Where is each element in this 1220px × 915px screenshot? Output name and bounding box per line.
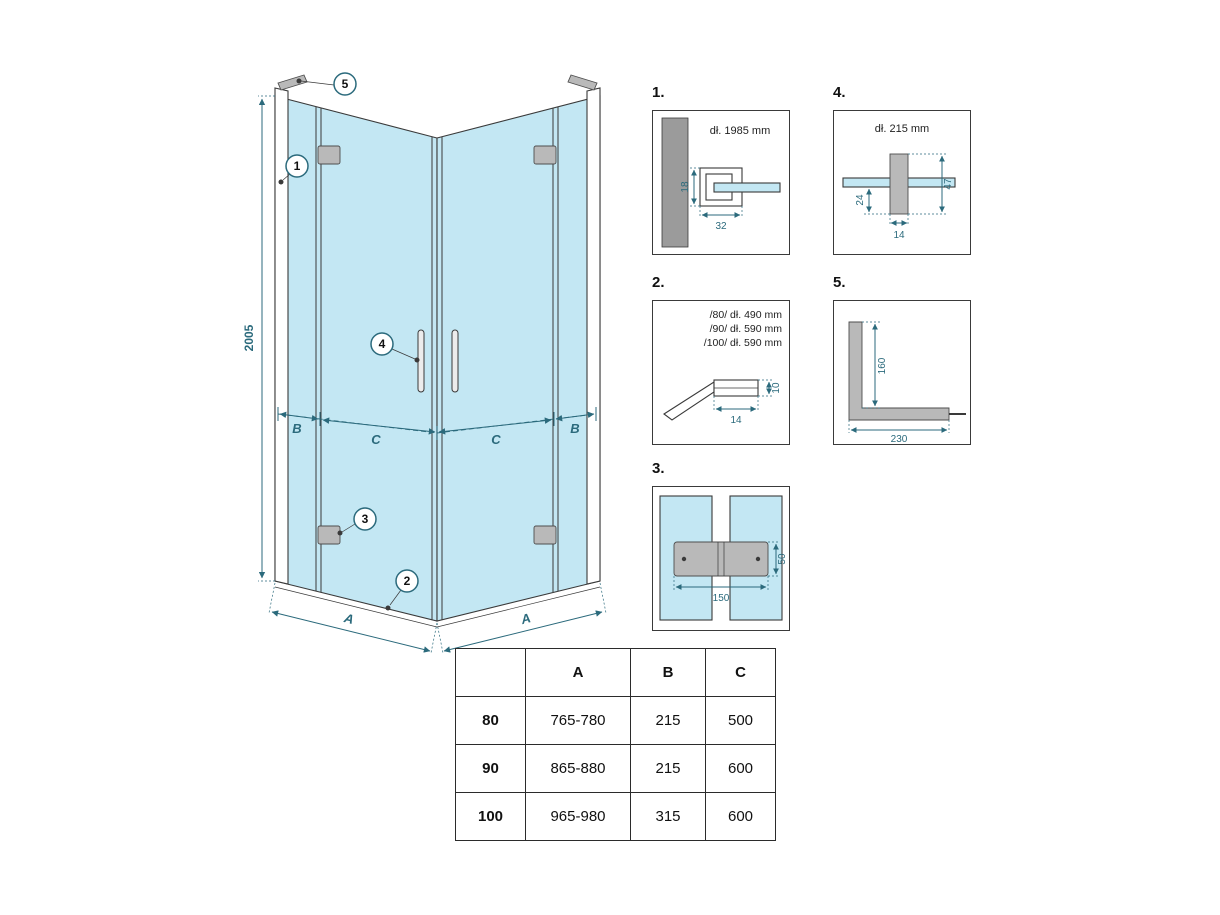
callout-3: 3 bbox=[337, 507, 377, 536]
header-empty bbox=[455, 648, 526, 697]
detail-2-line-2: /90/ dł. 590 mm bbox=[710, 323, 783, 335]
glass-panel-right bbox=[436, 95, 601, 622]
dim-c-left-label: C bbox=[371, 432, 381, 447]
callout-4: 4 bbox=[370, 332, 420, 363]
row-size: 100 bbox=[455, 792, 526, 841]
door-handle-right bbox=[451, 329, 459, 393]
cell-b: 315 bbox=[630, 792, 706, 841]
hinge-bottom-right bbox=[533, 525, 557, 545]
detail-panel-3: 3. 150 bbox=[652, 460, 790, 636]
svg-text:14: 14 bbox=[893, 230, 905, 241]
detail-2-dims: 14 10 bbox=[713, 379, 782, 426]
dim-a-right: A bbox=[436, 582, 607, 654]
svg-text:160: 160 bbox=[877, 357, 888, 374]
detail-5-label: 5. bbox=[833, 274, 846, 291]
seal-profile bbox=[663, 379, 759, 421]
row-size: 90 bbox=[455, 744, 526, 793]
hinge-bottom-left bbox=[317, 525, 341, 545]
row-size: 80 bbox=[455, 696, 526, 745]
detail-3-label: 3. bbox=[652, 460, 665, 477]
detail-2-label: 2. bbox=[652, 274, 665, 291]
height-dim-label: 2005 bbox=[242, 324, 256, 351]
detail-4-length: dł. 215 mm bbox=[875, 123, 929, 135]
svg-text:47: 47 bbox=[943, 178, 954, 190]
detail-2-line-3: /100/ dł. 590 mm bbox=[704, 337, 782, 349]
detail-panel-4: 4. dł. 215 mm 24 14 47 bbox=[833, 84, 971, 260]
cell-b: 215 bbox=[630, 696, 706, 745]
dim-bc-left: B C bbox=[277, 407, 438, 447]
svg-text:10: 10 bbox=[771, 382, 782, 394]
wall-section bbox=[661, 117, 689, 248]
callout-2: 2 bbox=[385, 569, 419, 611]
detail-2-line-1: /80/ dł. 490 mm bbox=[710, 309, 783, 321]
seal-strip bbox=[889, 153, 909, 215]
svg-text:3: 3 bbox=[362, 512, 369, 526]
dim-a-left: A bbox=[268, 582, 438, 654]
header-a: A bbox=[525, 648, 631, 697]
callout-1: 1 bbox=[278, 154, 309, 185]
cell-c: 600 bbox=[705, 792, 776, 841]
dim-b-left-label: B bbox=[292, 421, 301, 436]
detail-5-drawing: 160 230 bbox=[833, 300, 971, 445]
top-bracket-left bbox=[277, 74, 308, 91]
cell-a: 765-780 bbox=[525, 696, 631, 745]
svg-text:50: 50 bbox=[777, 553, 788, 565]
hinge-top-left bbox=[317, 145, 341, 165]
detail-5-dims: 160 230 bbox=[848, 321, 950, 445]
glass-section bbox=[713, 182, 781, 193]
top-bracket-right bbox=[567, 74, 598, 91]
main-figure-svg: 2005 A A B C bbox=[242, 72, 607, 654]
detail-1-label: 1. bbox=[652, 84, 665, 101]
detail-3-dims: 150 50 bbox=[673, 541, 788, 604]
detail-3-drawing: 150 50 bbox=[652, 486, 790, 631]
hinge-top-right bbox=[533, 145, 557, 165]
detail-1-length: dł. 1985 mm bbox=[710, 125, 771, 137]
svg-text:230: 230 bbox=[891, 434, 908, 445]
detail-1-dims: 18 32 bbox=[680, 167, 743, 232]
table-header-row: A B C bbox=[455, 648, 776, 697]
detail-4-dims: 24 14 47 bbox=[855, 153, 954, 241]
cell-a: 865-880 bbox=[525, 744, 631, 793]
svg-text:4: 4 bbox=[379, 337, 386, 351]
header-c: C bbox=[705, 648, 776, 697]
door-edges bbox=[315, 107, 559, 621]
svg-text:5: 5 bbox=[342, 77, 349, 91]
wall-profile-left bbox=[274, 87, 289, 585]
table-row: 100 965-980 315 600 bbox=[455, 792, 776, 841]
hinge-plate bbox=[673, 541, 769, 577]
svg-text:150: 150 bbox=[713, 593, 730, 604]
detail-panel-5: 5. 160 230 bbox=[833, 274, 971, 450]
detail-panel-1: 1. dł. 1985 mm 18 32 bbox=[652, 84, 790, 260]
dim-height: 2005 bbox=[242, 95, 275, 582]
table-row: 80 765-780 215 500 bbox=[455, 696, 776, 745]
svg-text:18: 18 bbox=[680, 181, 691, 193]
detail-4-drawing: dł. 215 mm 24 14 47 bbox=[833, 110, 971, 255]
svg-text:24: 24 bbox=[855, 194, 866, 206]
detail-1-drawing: dł. 1985 mm 18 32 bbox=[652, 110, 790, 255]
cell-c: 500 bbox=[705, 696, 776, 745]
dim-b-right-label: B bbox=[570, 421, 579, 436]
svg-text:14: 14 bbox=[730, 415, 742, 426]
detail-2-drawing: /80/ dł. 490 mm /90/ dł. 590 mm /100/ dł… bbox=[652, 300, 790, 445]
svg-text:1: 1 bbox=[294, 159, 301, 173]
base-line bbox=[274, 586, 601, 628]
cell-b: 215 bbox=[630, 744, 706, 793]
detail-4-label: 4. bbox=[833, 84, 846, 101]
spec-table: A B C 80 765-780 215 500 90 865-880 215 … bbox=[455, 648, 776, 841]
dim-a-right-label: A bbox=[519, 610, 533, 627]
dim-a-left-label: A bbox=[342, 610, 356, 627]
header-b: B bbox=[630, 648, 706, 697]
svg-text:2: 2 bbox=[404, 574, 411, 588]
dim-bc-right: C B bbox=[436, 407, 597, 447]
wall-profile-right bbox=[586, 87, 601, 585]
callout-5: 5 bbox=[296, 72, 357, 96]
detail-panel-2: 2. /80/ dł. 490 mm /90/ dł. 590 mm /100/… bbox=[652, 274, 790, 450]
svg-text:32: 32 bbox=[715, 221, 727, 232]
dim-c-right-label: C bbox=[491, 432, 501, 447]
cell-a: 965-980 bbox=[525, 792, 631, 841]
table-row: 90 865-880 215 600 bbox=[455, 744, 776, 793]
cell-c: 600 bbox=[705, 744, 776, 793]
